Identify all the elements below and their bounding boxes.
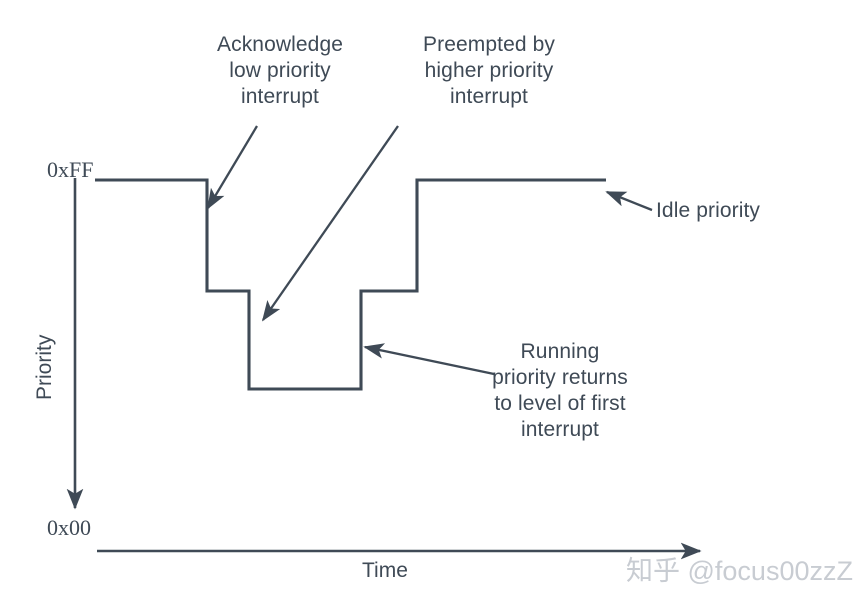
leader-preempted-by-higher-priority-interrupt xyxy=(261,125,399,322)
x-axis-title: Time xyxy=(362,559,408,582)
y-axis-top-tick-label: 0xFF xyxy=(47,157,94,182)
watermark: 知乎 @focus00zzZ xyxy=(626,556,853,586)
annotation-running-priority-returns: Running priority returns to level of fir… xyxy=(492,340,628,441)
leader-acknowledge-low-priority-interrupt xyxy=(207,125,258,210)
leader-idle-priority xyxy=(605,190,653,212)
y-axis-title: Priority xyxy=(33,334,56,400)
priority-step-waveform xyxy=(95,178,606,391)
leader-running-priority-returns xyxy=(363,343,495,376)
annotation-idle-priority: Idle priority xyxy=(656,199,761,222)
annotation-preempted-by-higher-priority-interrupt: Preempted by higher priority interrupt xyxy=(423,33,555,108)
annotation-acknowledge-low-priority-interrupt: Acknowledge low priority interrupt xyxy=(216,33,343,108)
y-axis-bottom-tick-label: 0x00 xyxy=(47,515,91,540)
